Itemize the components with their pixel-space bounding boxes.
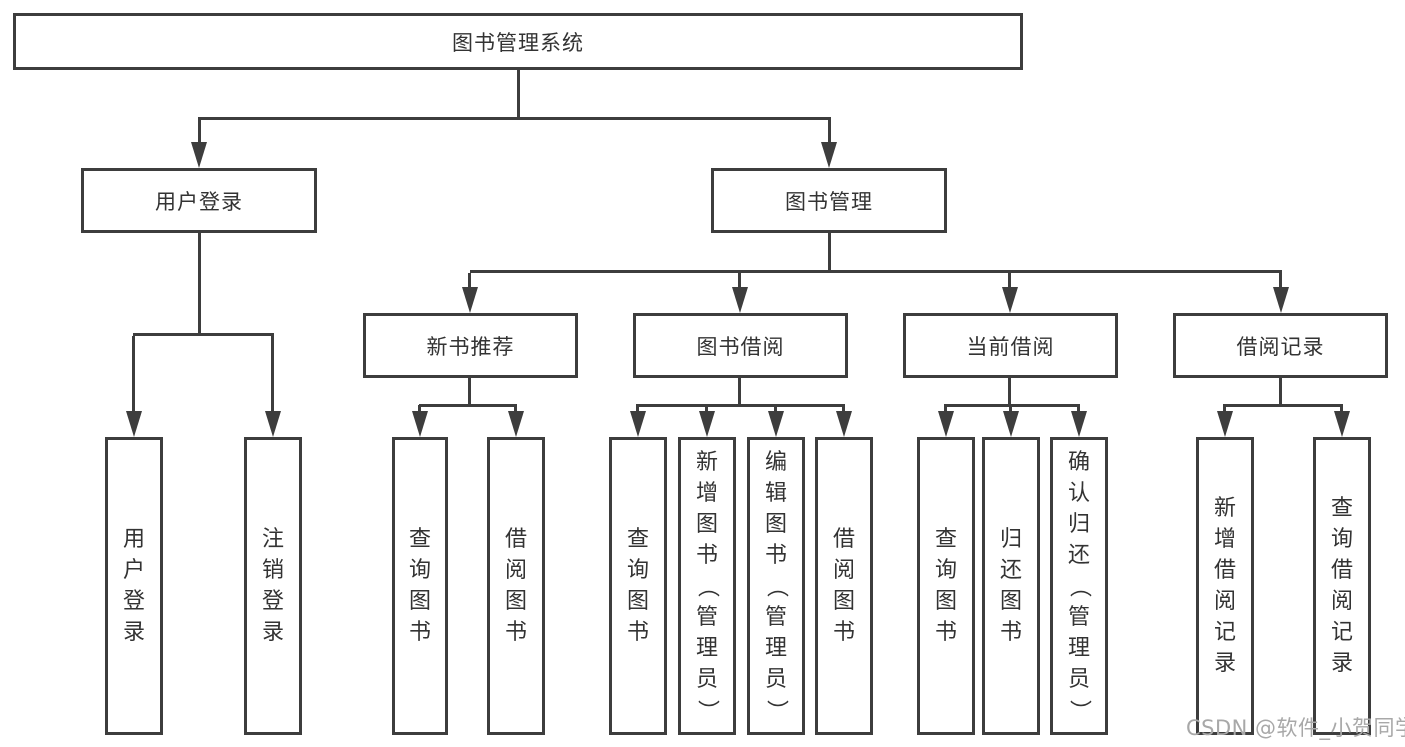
connector-stem-d3 xyxy=(1077,405,1080,413)
arrowhead-logout xyxy=(265,411,281,437)
leaf-borrow-books-2: 借阅图书 xyxy=(815,437,873,735)
node-user-login: 用户登录 xyxy=(81,168,317,233)
connector-new-book-trunk xyxy=(468,378,471,407)
arrowhead-d1 xyxy=(938,411,954,437)
leaf-add-borrow-record: 新增借阅记录 xyxy=(1196,437,1254,735)
leaf-query-books-3: 查询图书 xyxy=(917,437,975,735)
connector-stem-c2 xyxy=(705,405,708,413)
node-system-root: 图书管理系统 xyxy=(13,13,1023,70)
leaf-query-borrow-record: 查询借阅记录 xyxy=(1313,437,1371,735)
connector-new-book-split xyxy=(419,404,517,407)
connector-current-borrow-split xyxy=(944,404,1080,407)
connector-stem-e1 xyxy=(1223,405,1226,413)
connector-stem-book-borrow xyxy=(738,273,741,289)
connector-stem-c1 xyxy=(636,405,639,413)
arrowhead-c4 xyxy=(836,411,852,437)
arrowhead-e2 xyxy=(1334,411,1350,437)
connector-stem-b1 xyxy=(418,405,421,413)
arrowhead-b1 xyxy=(412,411,428,437)
node-book-management: 图书管理 xyxy=(711,168,947,233)
arrowhead-d3 xyxy=(1071,411,1087,437)
connector-level2 xyxy=(470,270,1282,273)
leaf-query-books-2: 查询图书 xyxy=(609,437,667,735)
connector-stem-new-book xyxy=(468,273,471,289)
leaf-return-books: 归还图书 xyxy=(982,437,1040,735)
leaf-edit-books-admin: 编辑图书（管理员） xyxy=(747,437,805,735)
connector-book-borrow-trunk xyxy=(738,378,741,407)
connector-stem-e2 xyxy=(1340,405,1343,413)
connector-stem-login xyxy=(132,336,135,413)
leaf-borrow-books-1: 借阅图书 xyxy=(487,437,545,735)
leaf-add-books-admin: 新增图书（管理员） xyxy=(678,437,736,735)
connector-book-management-trunk xyxy=(828,233,831,273)
connector-stem-book-management xyxy=(828,120,831,144)
arrowhead-book-borrow xyxy=(732,287,748,313)
arrowhead-c3 xyxy=(768,411,784,437)
connector-stem-logout xyxy=(271,336,274,413)
leaf-user-login: 用户登录 xyxy=(105,437,163,735)
connector-stem-borrow-records xyxy=(1279,273,1282,289)
connector-root-trunk xyxy=(517,70,520,118)
arrowhead-e1 xyxy=(1217,411,1233,437)
arrowhead-new-book xyxy=(462,287,478,313)
leaf-query-books-1: 查询图书 xyxy=(392,437,448,735)
connector-stem-d1 xyxy=(944,405,947,413)
arrowhead-c2 xyxy=(699,411,715,437)
connector-stem-current-borrow xyxy=(1008,273,1011,289)
connector-borrow-records-trunk xyxy=(1279,378,1282,407)
connector-book-borrow-split xyxy=(636,404,845,407)
arrowhead-user-login xyxy=(191,142,207,168)
node-new-book-recommend: 新书推荐 xyxy=(363,313,578,378)
arrowhead-d2 xyxy=(1003,411,1019,437)
node-current-borrow: 当前借阅 xyxy=(903,313,1118,378)
connector-stem-user-login xyxy=(198,120,201,144)
connector-user-login-trunk xyxy=(198,233,201,336)
node-book-borrow: 图书借阅 xyxy=(633,313,848,378)
arrowhead-c1 xyxy=(630,411,646,437)
leaf-logout: 注销登录 xyxy=(244,437,302,735)
connector-level1 xyxy=(198,117,831,120)
connector-stem-b2 xyxy=(514,405,517,413)
connector-current-borrow-trunk xyxy=(1008,378,1011,407)
connector-stem-c4 xyxy=(842,405,845,413)
node-borrow-records: 借阅记录 xyxy=(1173,313,1388,378)
connector-borrow-records-split xyxy=(1223,404,1343,407)
connector-user-login-split xyxy=(133,333,274,336)
arrowhead-b2 xyxy=(508,411,524,437)
arrowhead-borrow-records xyxy=(1273,287,1289,313)
arrowhead-current-borrow xyxy=(1002,287,1018,313)
csdn-watermark: CSDN @软件_小贺同学 xyxy=(1186,716,1405,740)
leaf-confirm-return-admin: 确认归还（管理员） xyxy=(1050,437,1108,735)
connector-stem-d2 xyxy=(1009,405,1012,413)
connector-stem-c3 xyxy=(774,405,777,413)
arrowhead-login xyxy=(126,411,142,437)
arrowhead-book-management xyxy=(821,142,837,168)
